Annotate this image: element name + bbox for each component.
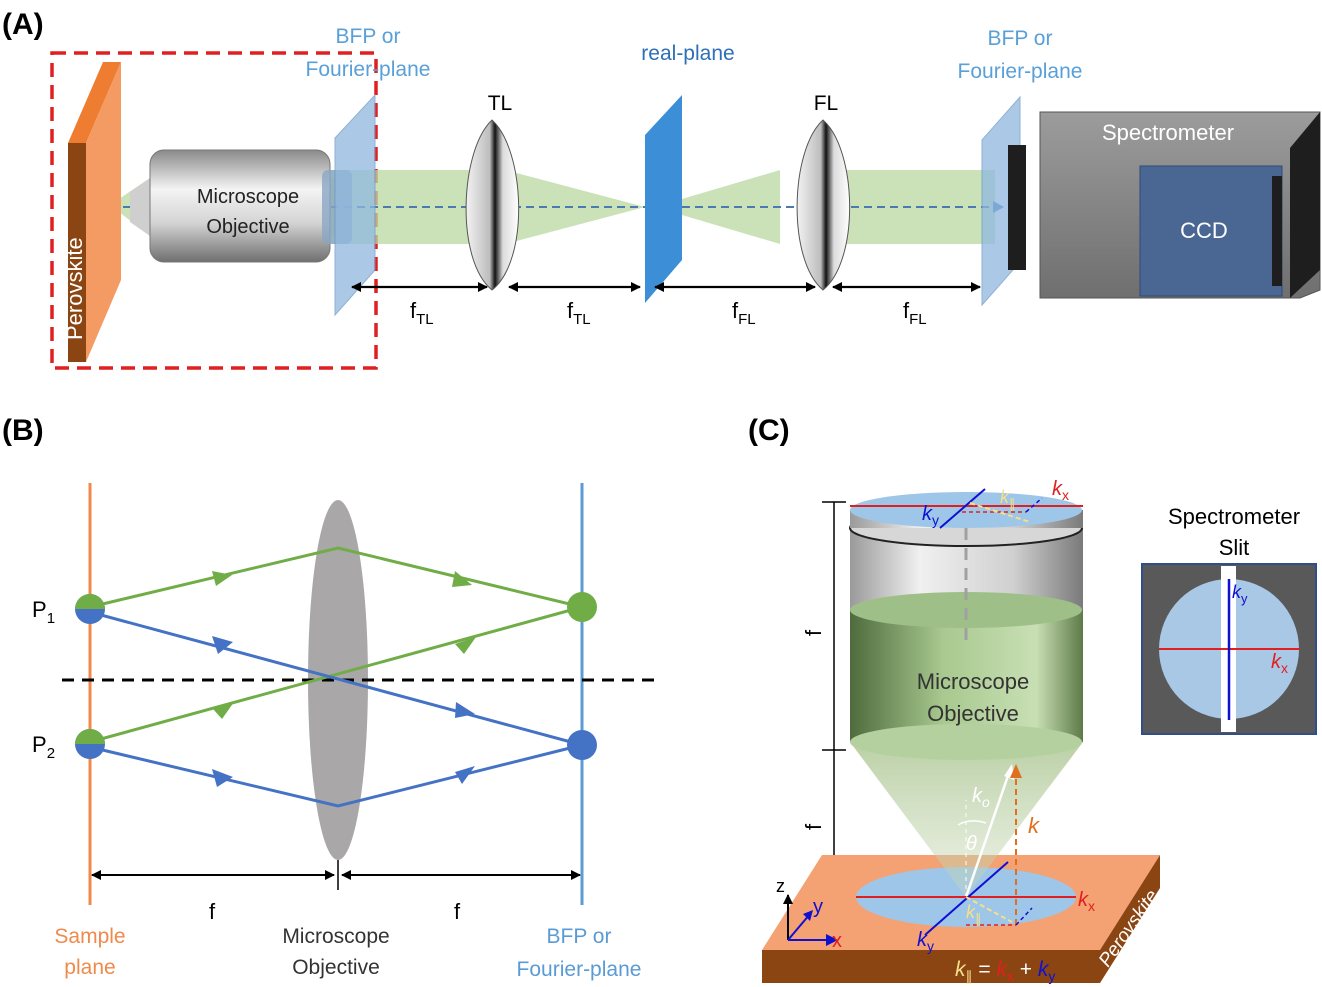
bfp-left-label-1: BFP or xyxy=(336,25,401,48)
light-cone xyxy=(850,742,1083,897)
green-ray-1 xyxy=(89,546,583,609)
focus-green xyxy=(567,592,597,622)
y-label: y xyxy=(813,896,823,918)
arrowhead xyxy=(455,702,475,718)
arrowhead xyxy=(212,769,233,787)
panel-c-label: (C) xyxy=(748,414,790,447)
kx-label-top: kx xyxy=(1052,478,1069,503)
spectrometer-entrance xyxy=(1008,145,1026,270)
cylinder-top xyxy=(850,492,1082,528)
tube-lens xyxy=(465,119,520,291)
real-plane xyxy=(645,95,682,303)
real-plane-label: real-plane xyxy=(641,42,734,65)
ccd-edge xyxy=(1272,176,1282,286)
distance-label-4: fFL xyxy=(903,298,927,328)
f-label-top: f xyxy=(801,629,826,636)
bfp-plane-left xyxy=(334,93,376,317)
arrowhead xyxy=(455,637,476,654)
panel-c: (C) f f Perovskite Microscope Objective xyxy=(748,414,1317,984)
ky-label-top: ky xyxy=(922,503,939,528)
f-label-bottom: f xyxy=(801,823,826,830)
distance-label-1: fTL xyxy=(410,298,434,328)
ccd-label: CCD xyxy=(1180,218,1228,243)
kx-label-bottom: kx xyxy=(1078,889,1095,914)
ky-line-bottom xyxy=(924,861,1009,936)
distance-label-3: fFL xyxy=(732,298,756,328)
sample-label: Perovskite xyxy=(62,237,87,340)
arrowhead xyxy=(455,766,475,784)
z-label: z xyxy=(776,876,785,896)
ky-line-top xyxy=(939,488,986,529)
spectrometer-side xyxy=(1290,112,1320,298)
substrate-side xyxy=(1100,855,1160,983)
k-label: k xyxy=(1028,813,1040,838)
y-axis xyxy=(787,913,811,941)
sample-side xyxy=(68,143,86,362)
objective-label-c2: Objective xyxy=(927,701,1019,726)
ccd-box xyxy=(1139,165,1283,297)
beam-converge xyxy=(505,170,645,244)
objective-label-b1: Microscope xyxy=(282,925,389,948)
slit-title-1: Spectrometer xyxy=(1168,504,1300,529)
bfp-label-b2: Fourier-plane xyxy=(517,958,642,981)
objective-tip xyxy=(130,178,150,236)
panel-b-label: (B) xyxy=(2,414,44,447)
sample-plane-label-2: plane xyxy=(64,956,115,979)
tl-label: TL xyxy=(488,92,513,115)
objective-label-b2: Objective xyxy=(292,956,380,979)
objective-label-2: Objective xyxy=(206,216,289,238)
panel-a-label: (A) xyxy=(2,8,44,41)
sample-top-face xyxy=(68,62,121,143)
slit-title-2: Slit xyxy=(1219,535,1250,560)
fl-label: FL xyxy=(814,92,839,115)
objective-label-c1: Microscope xyxy=(917,669,1029,694)
k0-label: ko xyxy=(972,785,990,810)
slit-ky-label: ky xyxy=(1232,582,1248,606)
panel-b: (B) P1 P2 f f Sample xyxy=(2,414,662,981)
arrowhead xyxy=(452,571,472,587)
equation: k∥ = kx + ky xyxy=(955,958,1055,984)
arrowhead xyxy=(212,636,233,654)
focusing-lens xyxy=(796,119,851,291)
p1-label: P1 xyxy=(32,597,55,627)
sample-front xyxy=(86,62,121,362)
p2-label: P2 xyxy=(32,732,55,762)
beam-diverge xyxy=(655,170,780,244)
bfp-right-label-1: BFP or xyxy=(988,27,1053,50)
distance-label-2: fTL xyxy=(567,298,591,328)
bfp-left-label-2: Fourier-plane xyxy=(306,58,431,81)
objective-label-1: Microscope xyxy=(197,186,299,208)
bfp-label-b1: BFP or xyxy=(547,925,612,948)
f-label-right: f xyxy=(454,899,461,924)
arrowhead xyxy=(212,571,232,586)
arrowhead xyxy=(213,702,234,719)
ky-label-bottom: ky xyxy=(917,929,934,954)
cylinder-bottom xyxy=(850,724,1082,760)
panel-a: (A) Perovskite Microscope Objective BFP … xyxy=(2,8,1321,370)
blue-ray-2 xyxy=(89,743,583,808)
focus-blue xyxy=(567,730,597,760)
kpar-label-top: k∥ xyxy=(1000,487,1016,511)
slit-kx-label: kx xyxy=(1271,651,1288,676)
substrate-front xyxy=(762,950,1100,983)
bfp-right-label-2: Fourier-plane xyxy=(958,60,1083,83)
region-box xyxy=(50,51,378,370)
blue-ray-1 xyxy=(89,610,583,747)
kpar-label-bottom: k∥ xyxy=(966,902,982,926)
green-ray-2 xyxy=(89,605,583,744)
sample-plane-label-1: Sample xyxy=(54,925,125,948)
f-label-left: f xyxy=(209,899,216,924)
spectrometer-label: Spectrometer xyxy=(1102,120,1234,145)
x-label: x xyxy=(832,930,842,952)
theta-label: θ xyxy=(966,833,977,855)
k0-vector xyxy=(964,769,1012,898)
